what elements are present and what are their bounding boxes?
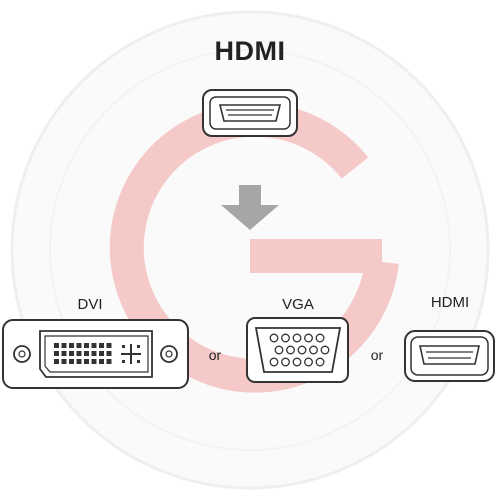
hdmi-source-port-icon xyxy=(202,89,298,137)
vga-pin xyxy=(281,357,290,367)
vga-pin xyxy=(269,357,279,367)
vga-pin xyxy=(315,357,325,367)
dvi-pin xyxy=(99,343,104,348)
vga-pin xyxy=(292,333,302,343)
vga-pin xyxy=(297,345,307,355)
down-arrow-icon xyxy=(221,185,279,230)
dvi-pin xyxy=(91,359,97,364)
dvi-pin xyxy=(91,343,97,348)
dvi-pin xyxy=(76,351,82,356)
vga-pin xyxy=(304,333,313,343)
dvi-pin xyxy=(76,359,82,364)
dvi-label: DVI xyxy=(77,296,103,313)
dvi-port-icon xyxy=(2,319,189,389)
vga-pin xyxy=(304,357,313,367)
hdmi-output-label: HDMI xyxy=(430,294,470,311)
dvi-pin xyxy=(106,359,112,364)
dvi-pin xyxy=(84,343,89,348)
diagram-title: HDMI xyxy=(214,36,286,66)
dvi-pin xyxy=(99,351,104,356)
vga-pin-grid xyxy=(269,333,330,367)
dvi-pin xyxy=(106,343,112,348)
vga-pin xyxy=(315,333,325,343)
vga-pin xyxy=(286,345,295,355)
dvi-pin xyxy=(91,351,97,356)
dvi-pin xyxy=(54,359,59,364)
dvi-pin xyxy=(61,343,67,348)
hdmi-output-port-icon xyxy=(404,330,495,382)
dvi-pin xyxy=(61,351,67,356)
dvi-pin xyxy=(54,343,59,348)
or-separator-2: or xyxy=(370,347,384,363)
vga-port-icon xyxy=(246,317,349,383)
vga-pin xyxy=(320,345,330,355)
vga-pin xyxy=(309,345,318,355)
dvi-pin-grid xyxy=(54,343,112,364)
dvi-pin xyxy=(61,359,67,364)
vga-pin xyxy=(269,333,279,343)
vga-pin xyxy=(274,345,284,355)
vga-pin xyxy=(281,333,290,343)
dvi-pin xyxy=(106,351,112,356)
vga-pin xyxy=(292,357,302,367)
dvi-pin xyxy=(54,351,59,356)
dvi-pin xyxy=(84,351,89,356)
dvi-pin xyxy=(76,343,82,348)
vga-label: VGA xyxy=(282,296,314,313)
dvi-pin xyxy=(69,351,74,356)
dvi-pin xyxy=(99,359,104,364)
dvi-pin xyxy=(69,343,74,348)
or-separator-1: or xyxy=(208,347,222,363)
dvi-pin xyxy=(84,359,89,364)
dvi-pin xyxy=(69,359,74,364)
